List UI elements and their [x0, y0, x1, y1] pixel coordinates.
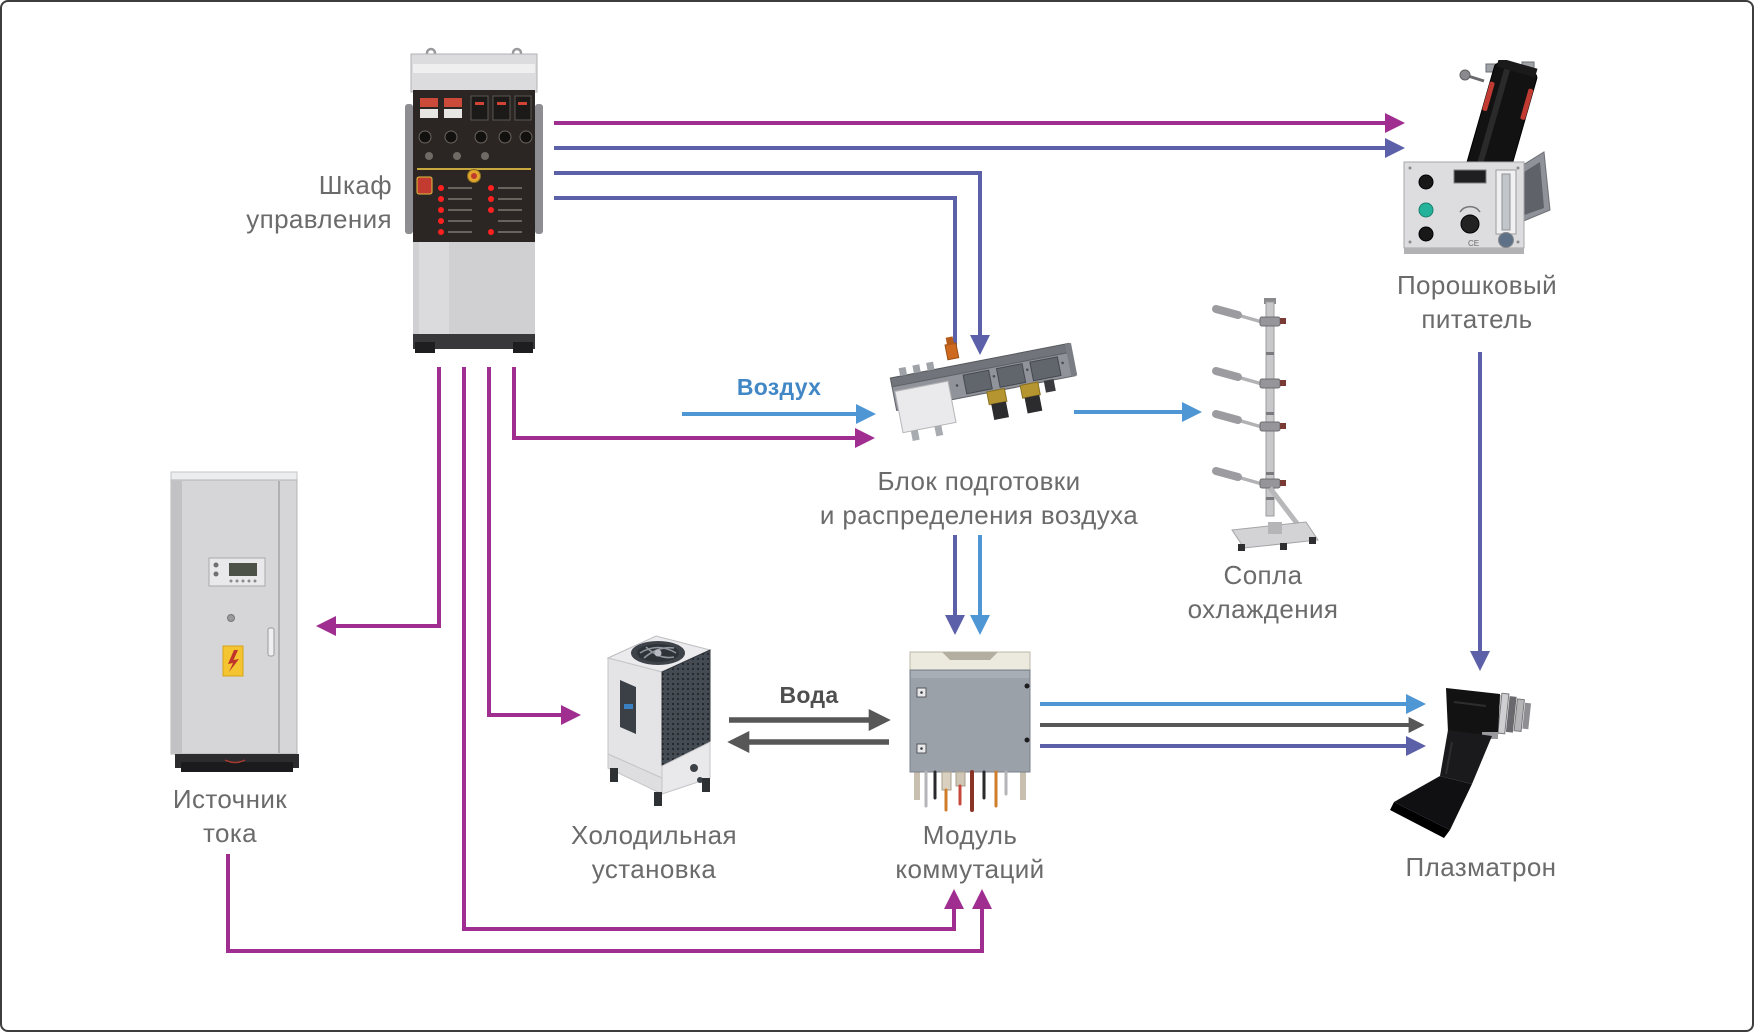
connector-cabinet-to-chiller-purple	[487, 367, 581, 725]
connector-cabinet-to-module-bottom-purple	[462, 367, 964, 931]
cabinet-led-indicators	[438, 185, 522, 235]
label-power-source-line1: Источник	[172, 784, 288, 814]
label-powder-feeder-line2: питатель	[1421, 304, 1533, 334]
label-powder-feeder: Порошковый питатель	[1347, 268, 1607, 336]
connector-cabinet-to-air-unit-indigo	[554, 171, 990, 355]
label-cooling-nozzles: Сопла охлаждения	[1133, 558, 1393, 626]
label-chiller-line1: Холодильная	[571, 820, 737, 850]
label-switching-module-line2: коммутаций	[895, 854, 1045, 884]
label-water-flow: Вода	[779, 682, 839, 708]
label-power-source: Источник тока	[120, 782, 340, 850]
connector-cabinet-to-power-source-purple	[316, 367, 441, 636]
label-switching-module-line1: Модуль	[922, 820, 1018, 850]
label-cooling-nozzles-line1: Сопла	[1223, 560, 1303, 590]
label-chiller-line2: установка	[591, 854, 717, 884]
nozzle-arms	[1212, 305, 1286, 489]
powder-feeder-image: CE	[1403, 60, 1551, 254]
switching-module-image	[909, 651, 1031, 812]
air-unit-image	[889, 336, 1078, 441]
label-powder-feeder-line1: Порошковый	[1396, 270, 1558, 300]
connector-cabinet-to-air-unit-purple	[512, 367, 875, 448]
label-chiller: Холодильная установка	[524, 818, 784, 886]
label-control-cabinet-line2: управления	[246, 204, 392, 234]
label-air-flow: Воздух	[736, 374, 822, 400]
label-air-unit-line2: и распределения воздуха	[819, 500, 1139, 530]
label-power-source-line2: тока	[202, 818, 258, 848]
label-air-unit-line1: Блок подготовки	[877, 466, 1081, 496]
connector-cabinet-to-module-indigo-upper	[554, 196, 957, 355]
label-cooling-nozzles-line2: охлаждения	[1187, 594, 1339, 624]
plasmatron-image	[1390, 688, 1532, 838]
svg-text:CE: CE	[1468, 239, 1479, 248]
label-plasmatron-line1: Плазматрон	[1405, 852, 1557, 882]
module-cables	[924, 770, 1008, 812]
control-cabinet-image	[405, 47, 543, 353]
label-switching-module: Модуль коммутаций	[840, 818, 1100, 886]
power-source-image	[170, 471, 299, 772]
feeder-hopper	[1463, 60, 1538, 187]
label-air-unit: Блок подготовки и распределения воздуха	[769, 464, 1189, 532]
label-control-cabinet: Шкаф управления	[142, 168, 392, 236]
air-unit-valves	[986, 378, 1056, 421]
label-control-cabinet-line1: Шкаф	[318, 170, 392, 200]
chiller-image	[606, 635, 712, 806]
cooling-nozzles-image	[1212, 298, 1319, 551]
label-plasmatron: Плазматрон	[1351, 850, 1611, 884]
air-unit-filter-box	[894, 380, 957, 434]
connector-power-source-to-module-purple	[226, 854, 992, 953]
